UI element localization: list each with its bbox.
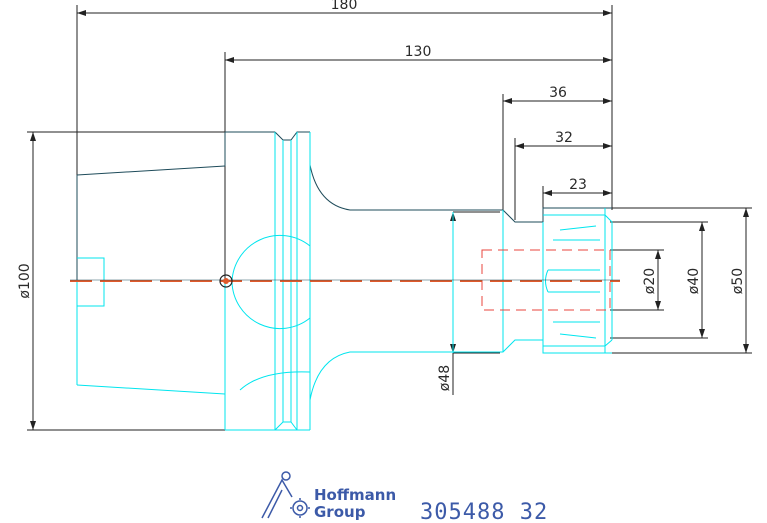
dimension-arrows bbox=[30, 10, 749, 430]
dim-d40-label: ø40 bbox=[686, 268, 702, 294]
dimension-lines bbox=[27, 5, 752, 431]
dim-d100-label: ø100 bbox=[17, 263, 33, 298]
dim-180-label: 180 bbox=[331, 0, 358, 13]
dim-d20-label: ø20 bbox=[642, 268, 658, 294]
dim-130-label: 130 bbox=[405, 44, 432, 60]
dim-32-label: 32 bbox=[555, 130, 573, 146]
shank-outline bbox=[76, 131, 612, 282]
brand-name-line1: Hoffmann bbox=[314, 486, 396, 504]
dim-23-label: 23 bbox=[569, 177, 587, 193]
dim-36-label: 36 bbox=[549, 85, 567, 101]
holder-body bbox=[76, 132, 613, 431]
dim-d48-label: ø48 bbox=[437, 365, 453, 391]
brand-name-line2: Group bbox=[314, 503, 366, 521]
dim-d50-label: ø50 bbox=[730, 268, 746, 294]
coolant-hole-marker bbox=[219, 274, 233, 288]
part-number: 305488 32 bbox=[420, 500, 548, 523]
hoffmann-logo-icon bbox=[261, 471, 310, 519]
